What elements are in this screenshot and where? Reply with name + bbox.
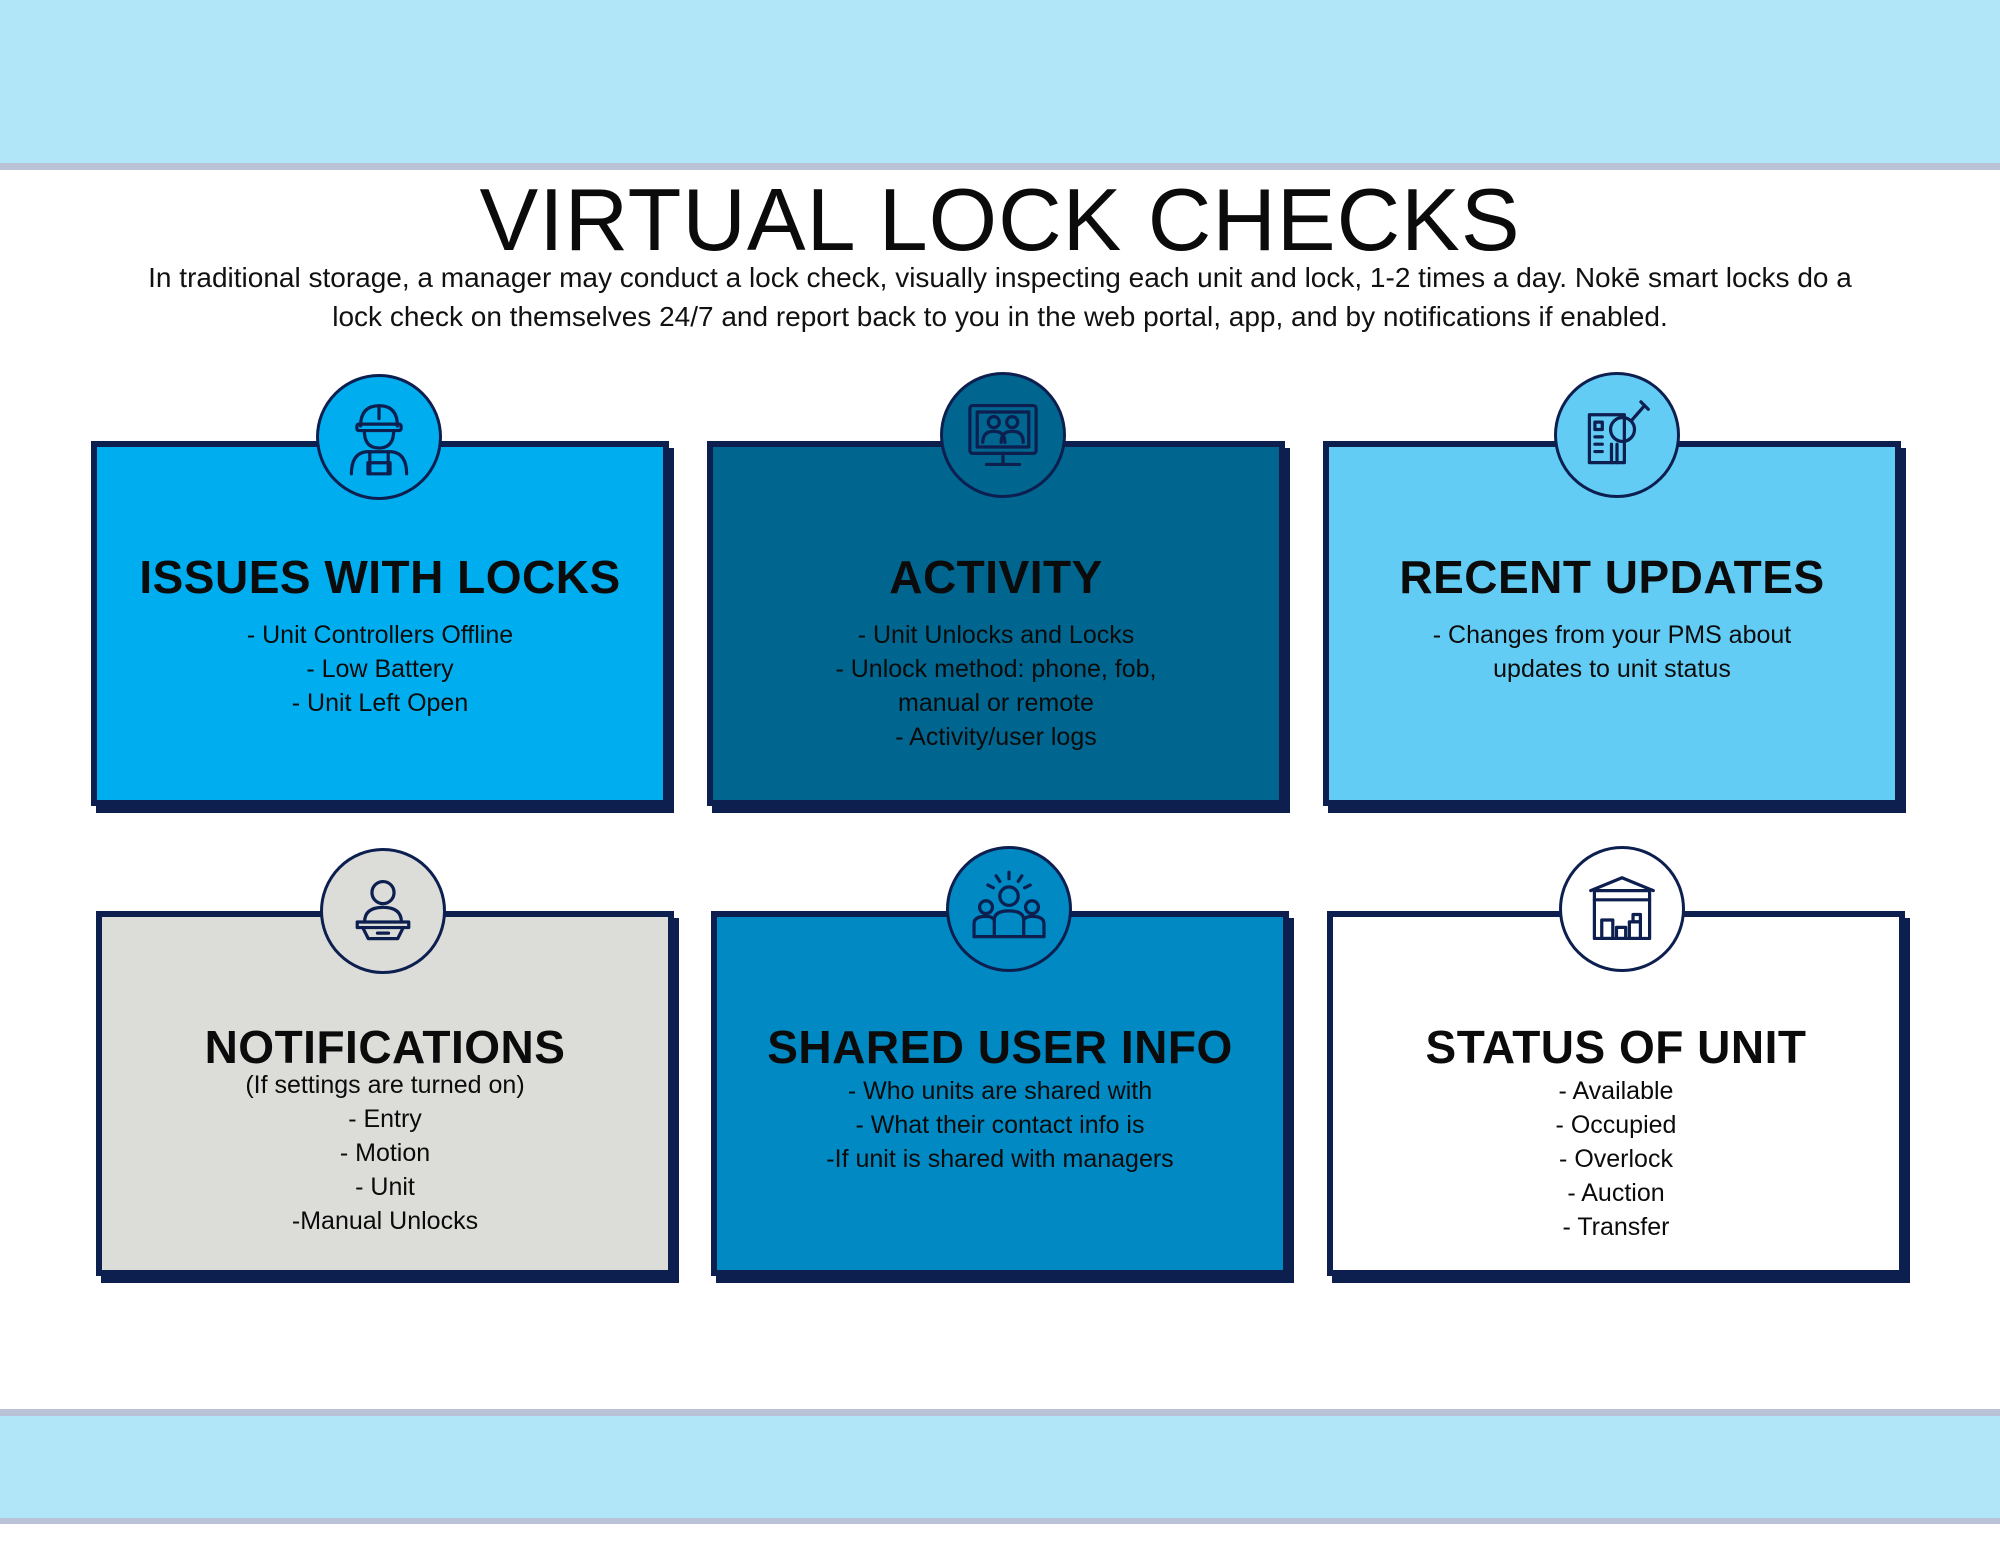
bottom-band (0, 1409, 2000, 1524)
card-line: - Motion (339, 1139, 431, 1167)
card-lines: - Who units are shared with - What their… (717, 1074, 1283, 1176)
card-line: - Unit Unlocks and Locks (857, 621, 1135, 649)
card-line: - What their contact info is (855, 1111, 1145, 1139)
laptop-user-icon (320, 848, 446, 974)
card-lines: - Changes from your PMS about updates to… (1329, 618, 1895, 686)
card-shared-user-info: SHARED USER INFO - Who units are shared … (711, 911, 1289, 1276)
card-line: updates to unit status (1493, 655, 1731, 683)
card-line: - Entry (348, 1105, 422, 1133)
card-line: - Occupied (1555, 1111, 1677, 1139)
card-title: RECENT UPDATES (1399, 551, 1825, 603)
card-line: - Who units are shared with (847, 1077, 1153, 1105)
card-line: - Unlock method: phone, fob, (835, 655, 1157, 683)
monitor-users-icon (940, 372, 1066, 498)
page-title: VIRTUAL LOCK CHECKS (479, 170, 1521, 269)
card-line: - Low Battery (306, 655, 454, 683)
document-search-icon (1554, 372, 1680, 498)
card-line: - Activity/user logs (895, 723, 1097, 751)
intro-line-1: In traditional storage, a manager may co… (148, 262, 1852, 293)
card-line: -If unit is shared with managers (826, 1145, 1174, 1173)
card-line: - Auction (1567, 1179, 1665, 1207)
card-line: - Transfer (1562, 1213, 1670, 1241)
card-lines: (If settings are turned on) - Entry - Mo… (102, 1068, 668, 1238)
card-issues-with-locks: ISSUES WITH LOCKS - Unit Controllers Off… (91, 441, 669, 806)
group-users-icon (946, 846, 1072, 972)
card-lines: - Available - Occupied - Overlock - Auct… (1333, 1074, 1899, 1244)
card-activity: ACTIVITY - Unit Unlocks and Locks - Unlo… (707, 441, 1285, 806)
card-title: NOTIFICATIONS (204, 1021, 566, 1073)
card-lines: - Unit Controllers Offline - Low Battery… (97, 618, 663, 720)
warehouse-icon (1559, 846, 1685, 972)
card-line: manual or remote (898, 689, 1094, 717)
card-line: - Available (1558, 1077, 1674, 1105)
worker-icon (316, 374, 442, 500)
card-title: SHARED USER INFO (767, 1021, 1233, 1073)
card-title: ISSUES WITH LOCKS (139, 551, 621, 603)
card-line: - Unit Controllers Offline (246, 621, 514, 649)
card-line: -Manual Unlocks (291, 1207, 479, 1235)
card-status-of-unit: STATUS OF UNIT - Available - Occupied - … (1327, 911, 1905, 1276)
intro-line-2: lock check on themselves 24/7 and report… (332, 301, 1668, 332)
card-lines: - Unit Unlocks and Locks - Unlock method… (713, 618, 1279, 754)
card-recent-updates: RECENT UPDATES - Changes from your PMS a… (1323, 441, 1901, 806)
card-line: - Overlock (1559, 1145, 1673, 1173)
card-line: - Unit (355, 1173, 415, 1201)
card-title: STATUS OF UNIT (1425, 1021, 1807, 1073)
card-line: - Unit Left Open (291, 689, 469, 717)
intro-text: In traditional storage, a manager may co… (30, 258, 1970, 336)
card-line: - Changes from your PMS about (1432, 621, 1792, 649)
top-band (0, 0, 2000, 170)
card-line: (If settings are turned on) (245, 1071, 525, 1099)
card-title: ACTIVITY (889, 551, 1103, 603)
